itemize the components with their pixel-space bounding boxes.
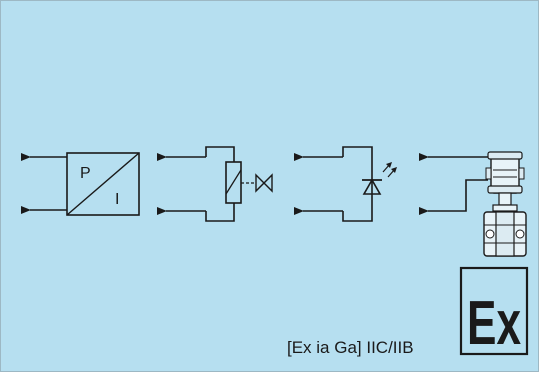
converter-box [66, 152, 140, 216]
valve-symbol [255, 173, 273, 193]
led-indicator-icon [294, 146, 397, 222]
diode-triangle [362, 178, 382, 195]
solenoid-valve-icon [157, 146, 273, 222]
ex-mark-frame [459, 266, 529, 356]
converter-diagonal [66, 152, 140, 216]
pressure-transmitter-icon [419, 151, 527, 257]
ex-mark-text: Ex [467, 289, 521, 358]
transmitter-arrow-bottom [419, 179, 488, 215]
transmitter-neck [498, 192, 512, 206]
certification-caption: [Ex ia Ga] IIC/IIB [287, 338, 414, 357]
pressure-to-current-converter-icon: P I [21, 152, 140, 216]
converter-output-label: I [115, 191, 119, 208]
converter-input-label: P [80, 165, 91, 182]
ex-approval-mark-icon: Ex [459, 266, 529, 358]
